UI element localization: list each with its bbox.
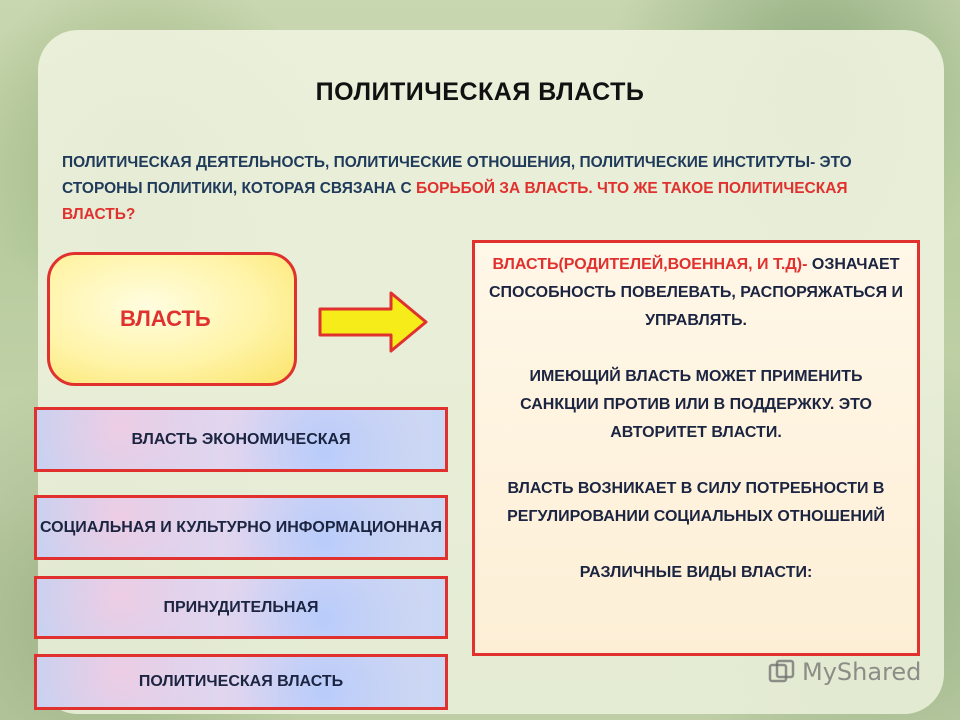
- definition-para-2: ИМЕЮЩИЙ ВЛАСТЬ МОЖЕТ ПРИМЕНИТЬ САНКЦИИ П…: [520, 368, 872, 441]
- definition-line-red: ВЛАСТЬ(РОДИТЕЛЕЙ,ВОЕННАЯ, И Т.Д)-: [492, 256, 808, 273]
- intro-text: ПОЛИТИЧЕСКАЯ ДЕЯТЕЛЬНОСТЬ, ПОЛИТИЧЕСКИЕ …: [62, 150, 862, 228]
- slide-title: ПОЛИТИЧЕСКАЯ ВЛАСТЬ: [315, 78, 645, 106]
- power-box: ВЛАСТЬ: [47, 252, 297, 386]
- definition-line-rest: ОЗНАЧАЕТ СПОСОБНОСТЬ ПОВЕЛЕВАТЬ, РАСПОРЯ…: [489, 256, 904, 329]
- kind-political: ПОЛИТИЧЕСКАЯ ВЛАСТЬ: [34, 654, 448, 710]
- intro-highlight: БОРЬБОЙ ЗА: [415, 180, 521, 197]
- definition-box: ВЛАСТЬ(РОДИТЕЛЕЙ,ВОЕННАЯ, И Т.Д)- ОЗНАЧА…: [472, 240, 920, 656]
- watermark: MyShared: [768, 658, 921, 686]
- definition-para-1: ВЛАСТЬ(РОДИТЕЛЕЙ,ВОЕННАЯ, И Т.Д)- ОЗНАЧА…: [489, 251, 903, 335]
- intro-part-2: ВЛАСТЬ. ЧТО ЖЕ ТАКОЕ ПОЛИТИЧЕСКАЯ ВЛАСТЬ…: [62, 180, 848, 223]
- definition-para-3: ВЛАСТЬ ВОЗНИКАЕТ В СИЛУ ПОТРЕБНОСТИ В РЕ…: [507, 480, 885, 525]
- intro-part-1: ПОЛИТИЧЕСКАЯ ДЕЯТЕЛЬНОСТЬ, ПОЛИТИЧЕСКИЕ …: [62, 154, 852, 197]
- right-arrow-icon: [318, 291, 428, 353]
- kind-social-cultural: СОЦИАЛЬНАЯ И КУЛЬТУРНО ИНФОРМАЦИОННАЯ: [34, 495, 448, 560]
- kind-economic: ВЛАСТЬ ЭКОНОМИЧЕСКАЯ: [34, 407, 448, 472]
- watermark-logo-icon: [768, 659, 795, 683]
- kind-coercive: ПРИНУДИТЕЛЬНАЯ: [34, 576, 448, 639]
- power-label: ВЛАСТЬ: [120, 306, 211, 331]
- definition-para-4: РАЗЛИЧНЫЕ ВИДЫ ВЛАСТИ:: [579, 564, 813, 581]
- watermark-text: MyShared: [802, 658, 922, 686]
